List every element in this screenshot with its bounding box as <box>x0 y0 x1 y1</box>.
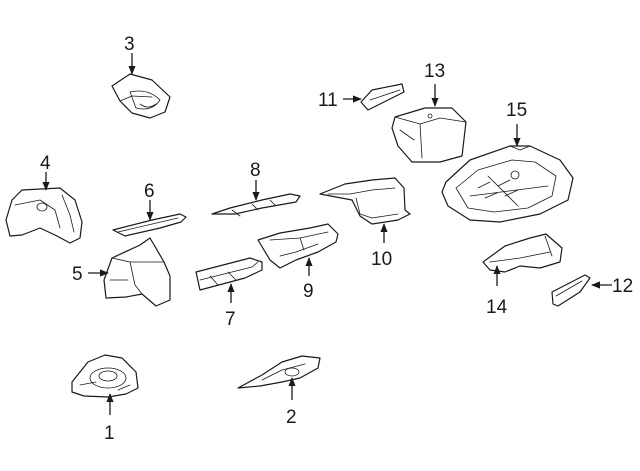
part-5-label: 5 <box>72 264 83 285</box>
part-8-drawing[interactable] <box>211 193 301 217</box>
part-1-label: 1 <box>104 423 115 444</box>
part-6-label: 6 <box>144 181 155 202</box>
part-10-drawing[interactable] <box>319 177 411 225</box>
part-12-label: 12 <box>612 276 633 297</box>
part-9-drawing[interactable] <box>257 223 339 269</box>
part-2-label: 2 <box>286 407 297 428</box>
part-4-drawing[interactable] <box>5 187 83 244</box>
part-12-drawing[interactable] <box>551 274 591 307</box>
part-5-drawing[interactable] <box>103 237 171 307</box>
part-11-drawing[interactable] <box>360 83 405 111</box>
part-10-label: 10 <box>371 249 392 270</box>
part-6-drawing[interactable] <box>112 213 187 237</box>
part-2-drawing[interactable] <box>237 355 321 389</box>
part-1-drawing[interactable] <box>71 354 139 398</box>
part-15-drawing[interactable] <box>441 145 574 223</box>
part-11-label: 11 <box>318 90 338 111</box>
part-4-label: 4 <box>40 153 51 174</box>
part-13-label: 13 <box>424 61 445 82</box>
part-7-drawing[interactable] <box>195 257 263 291</box>
part-3-label: 3 <box>124 34 135 55</box>
part-14-label: 14 <box>486 297 508 318</box>
part-3-drawing[interactable] <box>111 73 171 119</box>
part-13-drawing[interactable] <box>391 107 467 163</box>
part-14-drawing[interactable] <box>482 233 563 273</box>
part-15-label: 15 <box>506 100 527 121</box>
part-8-label: 8 <box>250 160 261 181</box>
part-7-label: 7 <box>225 309 236 330</box>
part-9-label: 9 <box>303 281 314 302</box>
